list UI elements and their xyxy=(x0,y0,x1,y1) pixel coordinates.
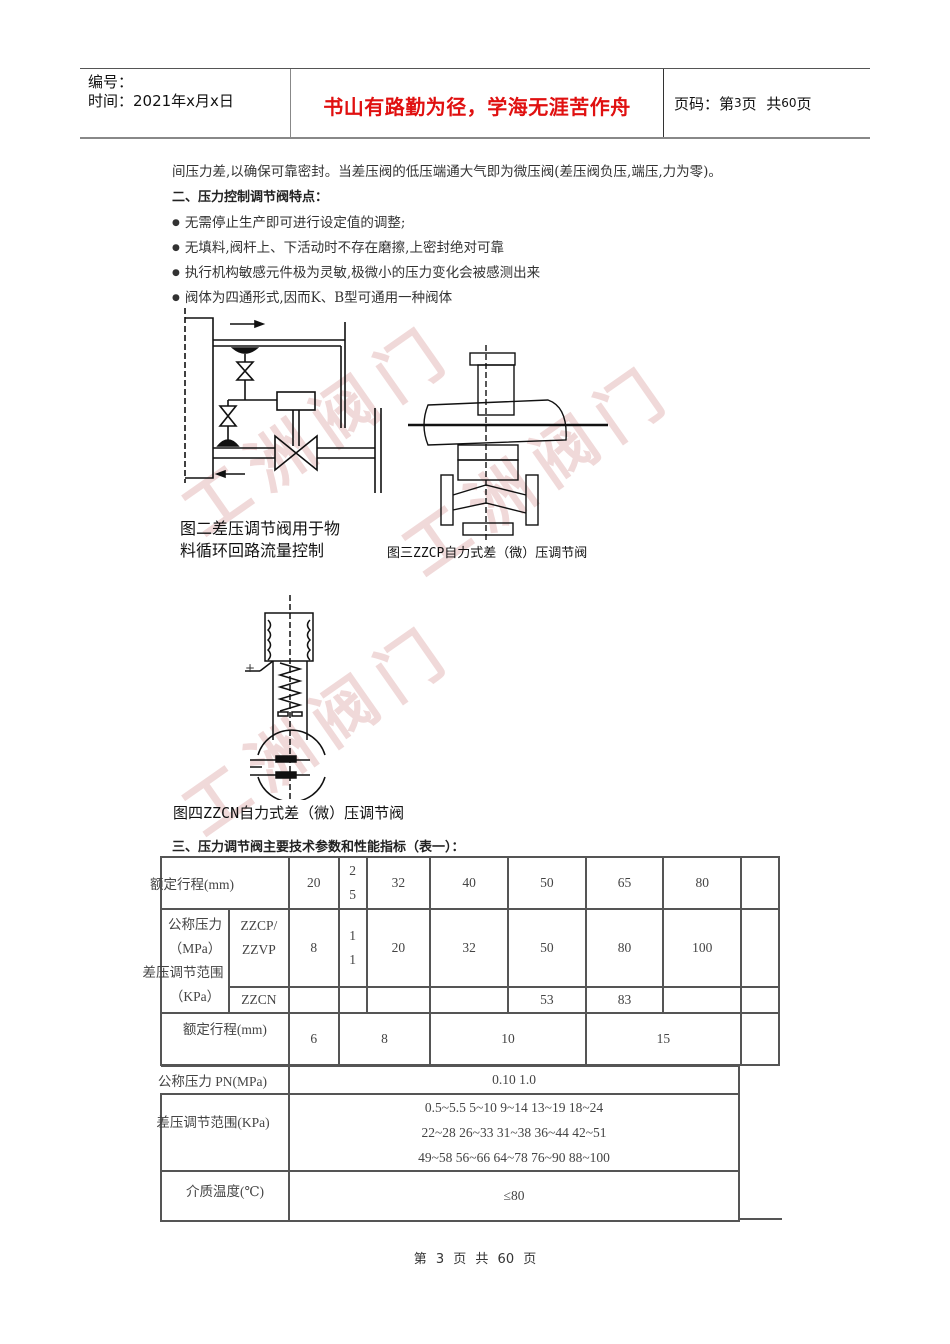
bullet-item: 执行机构敏感元件极为灵敏,极微小的压力变化会被感测出来 xyxy=(172,261,540,281)
table-row: 公称压力 （MPa） 差压调节范围 （KPa） ZZCP/ ZZVP 8 1 1… xyxy=(142,908,780,1014)
header-motto: 书山有路勤为径，学海无涯苦作舟 xyxy=(291,69,664,137)
figure-2-caption: 图二差压调节阀用于物 料循环回路流量控制 xyxy=(180,519,341,560)
figure-3-diagram xyxy=(408,345,608,545)
page-footer: 第 3 页 共 60 页 xyxy=(413,1252,537,1267)
table-row: 介质温度(℃) ≤80 xyxy=(160,1170,740,1222)
table-divider xyxy=(740,1218,782,1220)
figure-4-diagram: + xyxy=(240,595,350,800)
section2-title: 二、压力控制调节阀特点： xyxy=(172,190,329,205)
table-row: 公称压力 PN(MPa) 0.10 1.0 xyxy=(158,1065,740,1095)
figure-4-caption: 图四ZZCN自力式差（微）压调节阀 xyxy=(173,804,405,822)
time-label: 时间：2021年x月x日 xyxy=(88,92,234,110)
table-row: 差压调节范围(KPa) 0.5~5.5 5~10 9~14 13~19 18~2… xyxy=(156,1093,740,1172)
pressure-label-cell: 公称压力 （MPa） 差压调节范围 （KPa） xyxy=(142,908,230,1014)
table-row: 额定行程(mm) 6 8 10 15 xyxy=(160,1012,780,1066)
figure-3-caption: 图三ZZCP自力式差（微）压调节阀 xyxy=(387,546,588,561)
table-row: 额定行程(mm) 20 2 5 32 40 50 65 80 xyxy=(150,856,780,910)
spec-table-top: 额定行程(mm) 20 2 5 32 40 50 65 80 公称压力 （MPa… xyxy=(142,856,780,1066)
header-meta: 编号： 时间：2021年x月x日 xyxy=(80,69,291,137)
bullet-item: 无填料,阀杆上、下活动时不存在磨擦,上密封绝对可靠 xyxy=(172,236,504,256)
section3-title: 三、压力调节阀主要技术参数和性能指标（表一）： xyxy=(172,840,465,855)
bullet-item: 阀体为四通形式,因而K、B型可通用一种阀体 xyxy=(172,286,452,306)
plus-sign: + xyxy=(245,661,256,675)
intro-text: 间压力差,以确保可靠密封。当差压阀的低压端通大气即为微压阀(差压阀负压,端压,力… xyxy=(172,164,722,180)
figure-2-diagram xyxy=(175,308,385,498)
bullet-item: 无需停止生产即可进行设定值的调整; xyxy=(172,211,406,231)
number-label: 编号： xyxy=(88,73,134,91)
table-row: ZZCN 53 83 xyxy=(161,986,780,1014)
spec-table-bottom: 公称压力 PN(MPa) 0.10 1.0 差压调节范围(KPa) 0.5~5.… xyxy=(156,1065,740,1222)
